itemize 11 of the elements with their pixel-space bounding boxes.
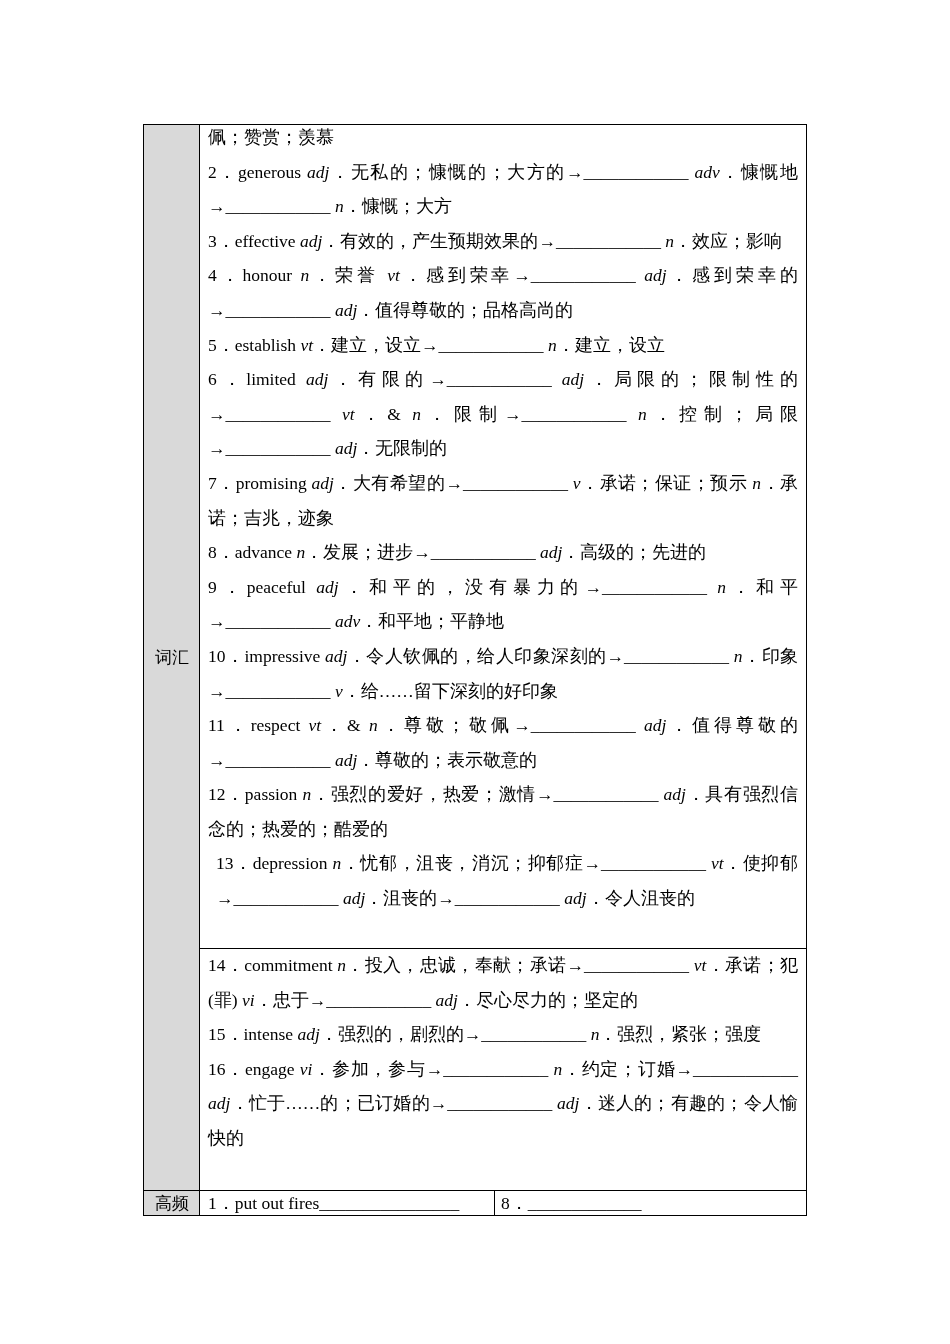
phrase-blank: 1．put out fires________________: [208, 1192, 460, 1215]
vocabulary-entry: 3．effective adj．有效的，产生预期效果的→____________ n．效应；影响: [208, 229, 783, 253]
vocabulary-entry: 16．engage vi．参加，参与→____________ n．约定；订婚→____________ adj．忙于……的；已订婚的→____________ adj．迷人的；有趣的；令人愉快的: [208, 1057, 798, 1150]
vocabulary-entry: 13．depression n．忧郁，沮丧，消沉；抑郁症→____________ vt．使抑郁→____________ adj．沮丧的→____________ adj．令人沮丧的: [215, 852, 798, 911]
phrase-blank: 8．_____________: [501, 1192, 642, 1215]
row-header: 高频: [144, 1191, 199, 1215]
vocabulary-entry: 15．intense adj．强烈的，剧烈的→____________ n．强烈，紧张；强度: [208, 1023, 763, 1047]
vocabulary-entry: 5．establish vt．建立，设立→____________ n．建立，设立: [208, 333, 666, 357]
vocabulary-entry: 佩；赞赏；羡慕: [208, 126, 335, 149]
vocabulary-entry: 8．advance n．发展；进步→____________ adj．高级的；先进的: [208, 541, 708, 565]
row-header: 词汇: [144, 125, 199, 1190]
